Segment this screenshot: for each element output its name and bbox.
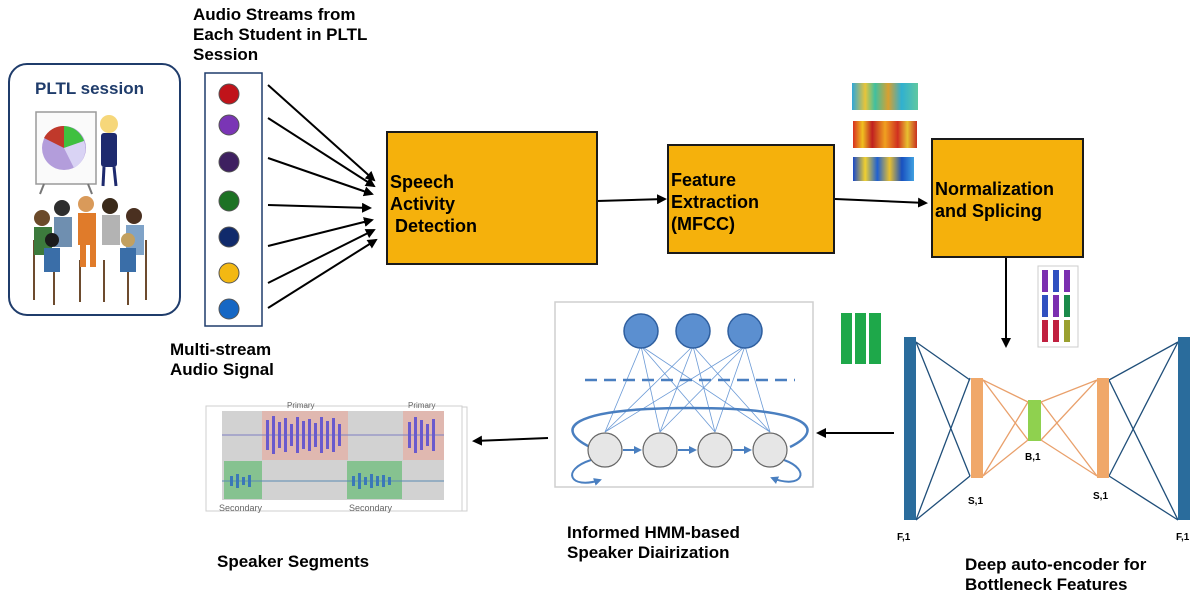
hmm-diagram: [554, 301, 814, 488]
sad-line: Activity: [390, 194, 456, 214]
audio-streams-title-line: Audio Streams from: [193, 5, 356, 24]
ae-label-b: B,1: [1025, 452, 1041, 463]
hmm-caption-line: Informed HMM-based: [567, 523, 740, 542]
multistream-line: Multi-stream: [170, 340, 272, 359]
ae-label-s-right: S,1: [1093, 491, 1109, 502]
ae-bottleneck-layer: [1028, 400, 1041, 441]
speech-activity-detection-box: Speech Activity Detection: [386, 131, 598, 265]
ae-encoder-layer: [971, 378, 983, 478]
segment-label-primary: Primary: [408, 401, 436, 410]
arrow-sad-to-feat: [596, 194, 667, 205]
feat-line: Feature: [671, 170, 737, 190]
autoencoder-network: [904, 337, 1190, 521]
autoencoder-caption: Deep auto-encoder for Bottleneck Feature…: [965, 555, 1146, 595]
audio-streams-title-line: Each Student in PLTL: [193, 25, 368, 44]
audio-stream-dot: [218, 83, 240, 105]
audio-stream-dot: [218, 114, 240, 136]
hmm-caption-line: Speaker Diairization: [567, 543, 730, 562]
autoencoder-caption-line: Deep auto-encoder for: [965, 555, 1147, 574]
ae-label-f-right: F,1: [1176, 532, 1190, 543]
speaker-segments-caption: Speaker Segments: [217, 552, 370, 571]
arrow-hmm-to-segments: [472, 435, 549, 446]
audio-stream-dot: [218, 226, 240, 248]
spliced-feature-vectors: [1037, 265, 1079, 348]
feature-extraction-box: Feature Extraction (MFCC): [667, 144, 835, 254]
segment-label-primary: Primary: [287, 401, 315, 410]
feat-line: Extraction: [671, 192, 760, 212]
segment-label-secondary: Secondary: [219, 503, 263, 513]
spectrogram-thumbnails: [852, 83, 918, 181]
ae-output-layer: [1178, 337, 1190, 520]
stream-arrows: [267, 84, 378, 309]
feat-line: (MFCC): [671, 214, 735, 234]
norm-line: and Splicing: [935, 201, 1043, 221]
ae-label-s-left: S,1: [968, 496, 984, 507]
audio-stream-dot: [218, 151, 240, 173]
ae-input-layer: [904, 337, 916, 520]
speaker-segments-panel: [205, 405, 468, 512]
autoencoder-caption-line: Bottleneck Features: [965, 575, 1128, 594]
segment-label-secondary: Secondary: [349, 503, 393, 513]
audio-stream-dot: [218, 298, 240, 320]
multistream-line: Audio Signal: [170, 360, 274, 379]
sad-line: Speech: [390, 172, 455, 192]
norm-line: Normalization: [935, 179, 1055, 199]
classroom-clipart: [33, 111, 147, 305]
hmm-caption: Informed HMM-based Speaker Diairization: [567, 523, 740, 563]
normalization-splicing-box: Normalization and Splicing: [931, 138, 1084, 258]
audio-streams-title: Audio Streams from Each Student in PLTL …: [193, 5, 393, 65]
pltl-session-title: PLTL session: [35, 79, 144, 98]
multistream-label: Multi-stream Audio Signal: [170, 340, 274, 380]
audio-stream-dots: [218, 83, 240, 320]
arrow-feat-to-norm: [834, 197, 928, 208]
ae-decoder-layer: [1097, 378, 1109, 478]
sad-line: Detection: [390, 216, 478, 236]
bottleneck-feature-bars: [841, 313, 881, 364]
audio-stream-dot: [218, 190, 240, 212]
audio-streams-title-line: Session: [193, 45, 259, 64]
audio-stream-dot: [218, 262, 240, 284]
ae-label-f-left: F,1: [897, 532, 911, 543]
